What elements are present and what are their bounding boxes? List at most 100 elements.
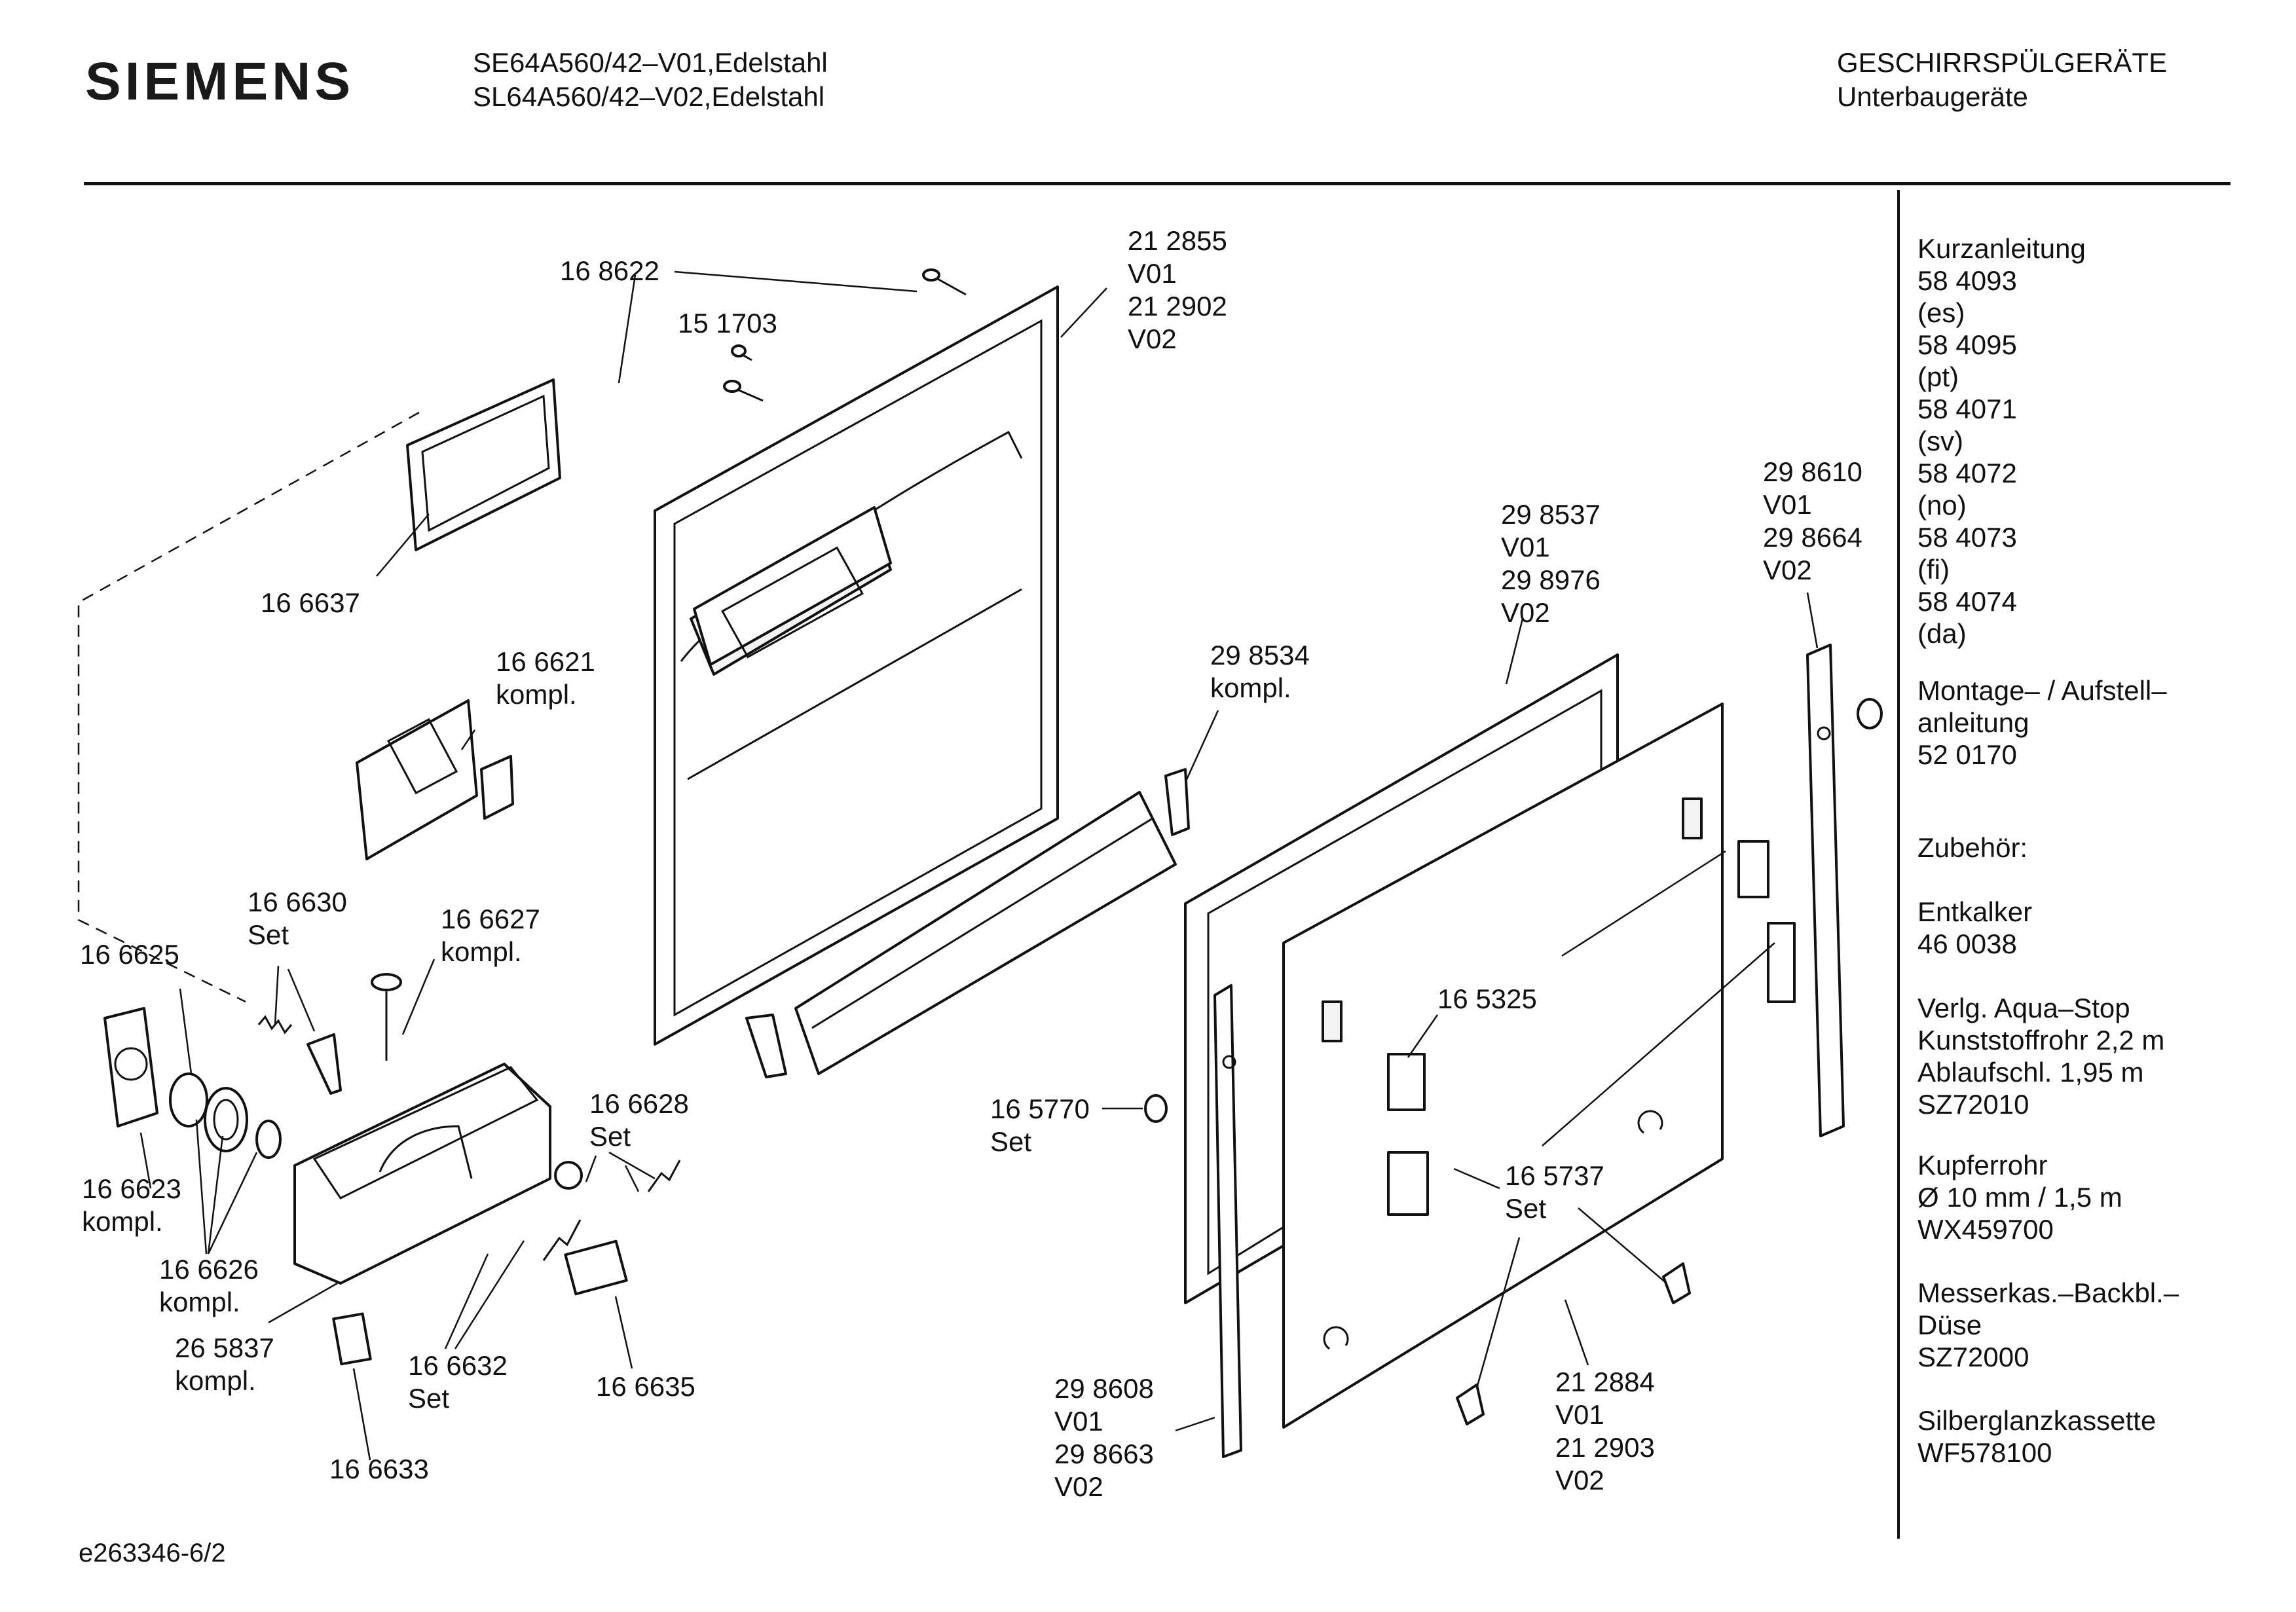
callout-29-8608: 29 8608 V01 29 8663 V02: [1054, 1373, 1154, 1502]
small-plate: [332, 1312, 372, 1366]
svg-text:29 8608: 29 8608: [1054, 1373, 1154, 1404]
switch-block: [564, 1239, 628, 1296]
sidebar-line: 52 0170: [1917, 739, 2017, 770]
svg-text:16 5737: 16 5737: [1505, 1160, 1604, 1191]
sidebar-line: Kurzanleitung: [1917, 233, 2086, 264]
svg-text:21 2903: 21 2903: [1555, 1432, 1655, 1463]
latch-spring: [542, 1160, 681, 1261]
svg-text:29 8664: 29 8664: [1763, 522, 1862, 553]
sidebar-line: (pt): [1917, 361, 1959, 392]
callout-16-6623: 16 6623 kompl.: [82, 1173, 181, 1237]
sidebar-line: Ablaufschl. 1,95 m: [1917, 1057, 2144, 1088]
svg-text:16 6626: 16 6626: [159, 1254, 259, 1285]
svg-text:29 8537: 29 8537: [1501, 499, 1601, 530]
bumper-stop: [1144, 1094, 1168, 1123]
svg-text:V01: V01: [1128, 258, 1177, 289]
sidebar-line: (es): [1917, 297, 1965, 328]
svg-text:16 6628: 16 6628: [589, 1088, 689, 1119]
sidebar-line: Kunststoffrohr 2,2 m: [1917, 1025, 2165, 1055]
callout-16-5737: 16 5737 Set: [1505, 1160, 1604, 1224]
svg-text:16 6632: 16 6632: [408, 1350, 508, 1381]
side-rail-right: [1806, 644, 1883, 1137]
dispenser-cap: [103, 1007, 158, 1127]
callout-16-6637: 16 6637: [261, 587, 360, 618]
sidebar-block-silver-care: Silberglanzkassette WF578100: [1917, 1404, 2156, 1469]
sidebar-block-aqua-stop: Verlg. Aqua–Stop Kunststoffrohr 2,2 m Ab…: [1917, 992, 2164, 1120]
valve-body: [204, 1087, 248, 1152]
handle-strip: [745, 768, 1190, 1078]
svg-text:16 6630: 16 6630: [248, 887, 347, 917]
category-title: GESCHIRRSPÜLGERÄTE: [1837, 47, 2168, 78]
svg-text:15 1703: 15 1703: [678, 308, 777, 339]
callout-15-1703: 15 1703: [678, 308, 777, 339]
sidebar-line: Montage– / Aufstell–: [1917, 675, 2167, 706]
svg-text:29 8976: 29 8976: [1501, 564, 1601, 595]
model-line-2: SL64A560/42–V02,Edelstahl: [473, 81, 825, 112]
svg-text:16 6637: 16 6637: [261, 587, 360, 618]
front-panel: [1282, 703, 1796, 1429]
sidebar-block-manuals: Kurzanleitung 58 4093 (es) 58 4095 (pt) …: [1917, 232, 2086, 650]
screw-top: [922, 268, 967, 296]
inner-door-panel: [654, 285, 1059, 1046]
sidebar-block-installation: Montage– / Aufstell– anleitung 52 0170: [1917, 674, 2167, 771]
callout-16-6628: 16 6628 Set: [589, 1088, 689, 1152]
round-cap: [554, 1161, 583, 1190]
svg-text:kompl.: kompl.: [82, 1206, 163, 1237]
svg-text:16 5325: 16 5325: [1437, 983, 1537, 1014]
callout-16-8622: 16 8622: [560, 255, 659, 286]
svg-text:V02: V02: [1128, 323, 1177, 354]
sidebar-line: Zubehör:: [1917, 832, 2028, 863]
dispenser-lid: [356, 699, 514, 860]
svg-text:21 2902: 21 2902: [1128, 291, 1227, 321]
svg-text:16 8622: 16 8622: [560, 255, 659, 286]
pin: [371, 973, 402, 1061]
sidebar-line: Düse: [1917, 1310, 1982, 1340]
svg-text:Set: Set: [990, 1126, 1031, 1157]
category-subtitle: Unterbaugeräte: [1837, 81, 2028, 112]
svg-text:21 2855: 21 2855: [1128, 225, 1227, 256]
sidebar-line: 58 4093: [1917, 265, 2017, 296]
dispenser-housing: [293, 1063, 551, 1285]
sidebar-line: WX459700: [1917, 1214, 2054, 1245]
sidebar-line: WF578100: [1917, 1437, 2052, 1468]
callout-21-2855: 21 2855 V01 21 2902 V02: [1128, 225, 1227, 354]
svg-text:26 5837: 26 5837: [175, 1332, 274, 1363]
callout-16-6632: 16 6632 Set: [408, 1350, 508, 1414]
callout-16-6621: 16 6621 kompl.: [496, 646, 595, 710]
svg-text:Set: Set: [589, 1121, 631, 1152]
callout-16-5770: 16 5770: [990, 1093, 1090, 1124]
callout-29-8534: 29 8534 kompl.: [1210, 640, 1310, 703]
callout-26-5837: 26 5837 kompl.: [175, 1332, 274, 1396]
sidebar-line: Silberglanzkassette: [1917, 1405, 2157, 1436]
svg-text:Set: Set: [1505, 1193, 1546, 1224]
sidebar-line: SZ72000: [1917, 1342, 2029, 1372]
callout-set-16-5770: Set: [990, 1126, 1031, 1157]
screw-mid: [723, 380, 764, 402]
brand-logo: SIEMENS: [85, 52, 355, 111]
svg-text:16 5770: 16 5770: [990, 1093, 1090, 1124]
exploded-view-drawing: 16 8622 15 1703 21 2855 V01 21 2902 V02 …: [77, 225, 1883, 1502]
leader-lines: [139, 270, 1819, 1461]
sidebar-line: 58 4072: [1917, 458, 2017, 488]
svg-text:V01: V01: [1763, 489, 1812, 520]
svg-text:V01: V01: [1054, 1406, 1103, 1437]
svg-text:16 6621: 16 6621: [496, 646, 595, 677]
svg-text:V01: V01: [1555, 1399, 1604, 1430]
sidebar-line: Entkalker: [1917, 896, 2033, 927]
svg-text:16 6623: 16 6623: [82, 1173, 181, 1204]
sidebar-line: 58 4074: [1917, 586, 2017, 617]
callout-21-2884: 21 2884 V01 21 2903 V02: [1555, 1366, 1655, 1495]
lever: [306, 1033, 342, 1095]
callout-16-6626: 16 6626 kompl.: [159, 1254, 259, 1317]
screw-small: [731, 344, 752, 361]
sidebar-line: Messerkas.–Backbl.–: [1917, 1277, 2179, 1308]
sidebar-line: 58 4095: [1917, 329, 2017, 360]
callout-16-6633: 16 6633: [329, 1454, 429, 1484]
sidebar-line: (sv): [1917, 426, 1963, 456]
model-line-1: SE64A560/42–V01,Edelstahl: [473, 47, 828, 78]
sidebar-line: 46 0038: [1917, 928, 2017, 959]
sidebar-line: anleitung: [1917, 707, 2029, 738]
sidebar-rule: [1897, 190, 1900, 1539]
drawing-number: e263346-6/2: [79, 1539, 226, 1567]
svg-text:16 6627: 16 6627: [441, 904, 540, 934]
